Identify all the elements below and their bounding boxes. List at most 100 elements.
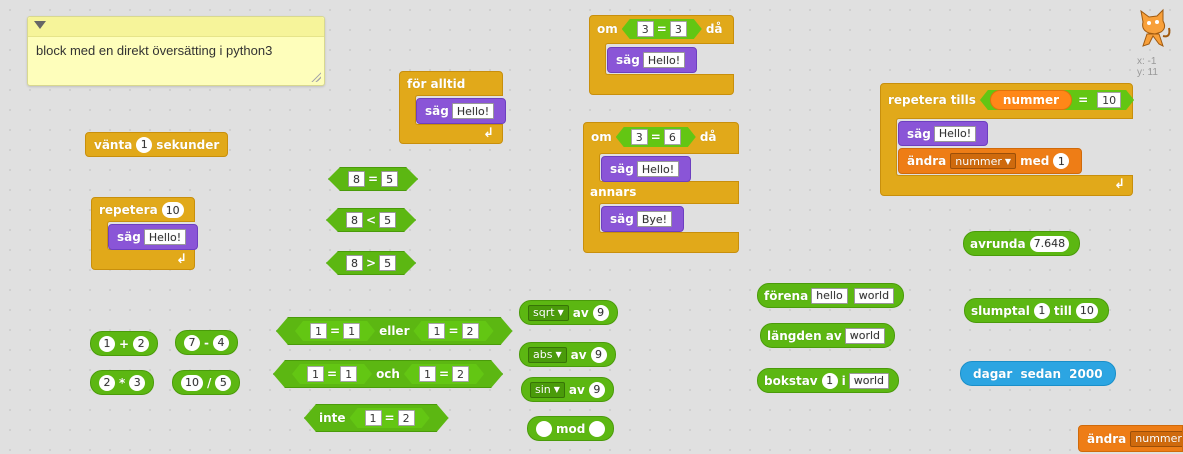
- if-condition[interactable]: 3 = 6: [616, 127, 696, 147]
- cond-right-input[interactable]: 3: [670, 21, 687, 37]
- say-label: säg: [907, 126, 931, 141]
- cond-right-input[interactable]: 10: [1097, 92, 1121, 108]
- variable-dropdown[interactable]: nummer: [1130, 430, 1182, 447]
- cond-right-input[interactable]: 6: [664, 129, 681, 145]
- random-from-input[interactable]: 1: [1033, 302, 1050, 319]
- length-label: längden av: [767, 328, 842, 343]
- random-block[interactable]: slumptal 1 till 10: [964, 298, 1109, 323]
- letter-of-block[interactable]: bokstav 1 i world: [757, 368, 900, 393]
- wait-block[interactable]: vänta 1 sekunder: [85, 132, 229, 157]
- not-condition[interactable]: 1 = 2: [350, 408, 430, 428]
- length-block[interactable]: längden av world: [760, 323, 896, 348]
- div-right-input[interactable]: 5: [215, 374, 232, 391]
- cond-right-input[interactable]: 2: [452, 366, 469, 382]
- cond-left-input[interactable]: 1: [428, 323, 445, 339]
- cond-left-input[interactable]: 1: [310, 323, 327, 339]
- multiply-block[interactable]: 2 * 3: [90, 370, 155, 395]
- variable-reporter[interactable]: nummer: [990, 90, 1072, 110]
- repeat-count-input[interactable]: 10: [161, 202, 184, 218]
- say-block[interactable]: säg Bye!: [601, 206, 685, 232]
- equals-block[interactable]: 8 = 5: [328, 167, 418, 191]
- letter-index-input[interactable]: 1: [821, 372, 838, 389]
- say-block[interactable]: säg Hello!: [601, 156, 692, 182]
- divide-block[interactable]: 10 / 5: [172, 370, 241, 395]
- lt-left-input[interactable]: 8: [346, 212, 363, 228]
- gt-left-input[interactable]: 8: [346, 255, 363, 271]
- length-input[interactable]: world: [844, 327, 886, 344]
- math-function-block[interactable]: sin▼ av 9: [521, 377, 614, 402]
- join-second-input[interactable]: world: [853, 287, 895, 304]
- function-value-input[interactable]: 9: [588, 381, 605, 398]
- subtract-block[interactable]: 7 - 4: [175, 330, 238, 355]
- join-block[interactable]: förena hello world: [757, 283, 905, 308]
- math-function-block[interactable]: abs▼ av 9: [519, 342, 616, 367]
- div-left-input[interactable]: 10: [181, 374, 203, 391]
- mul-right-input[interactable]: 3: [129, 374, 146, 391]
- add-block[interactable]: 1 + 2: [90, 331, 159, 356]
- and-left-condition[interactable]: 1 = 1: [292, 364, 372, 384]
- and-block[interactable]: 1 = 1 och 1 = 2: [273, 360, 503, 388]
- cond-left-input[interactable]: 3: [637, 21, 654, 37]
- lt-right-input[interactable]: 5: [379, 212, 396, 228]
- round-block[interactable]: avrunda 7.648: [963, 231, 1081, 256]
- resize-grip-icon[interactable]: [311, 72, 321, 82]
- wait-seconds-input[interactable]: 1: [136, 136, 153, 153]
- add-left-input[interactable]: 1: [99, 335, 115, 352]
- sub-right-input[interactable]: 4: [212, 334, 229, 351]
- mod-block[interactable]: mod: [527, 416, 615, 441]
- cond-left-input[interactable]: 3: [631, 129, 648, 145]
- if-condition[interactable]: 3 = 3: [622, 19, 702, 39]
- mod-right-input[interactable]: [589, 420, 606, 437]
- say-block[interactable]: säg Hello!: [898, 121, 989, 146]
- equals-left-input[interactable]: 8: [348, 171, 365, 187]
- join-first-input[interactable]: hello: [811, 287, 848, 304]
- collapse-triangle-icon[interactable]: [34, 21, 46, 29]
- days-since-2000-block[interactable]: dagar sedan 2000: [960, 361, 1116, 386]
- function-dropdown[interactable]: sin▼: [530, 381, 565, 398]
- less-than-block[interactable]: 8 < 5: [326, 208, 416, 232]
- say-text-input[interactable]: Hello!: [636, 161, 680, 177]
- math-function-block[interactable]: sqrt▼ av 9: [519, 300, 618, 325]
- function-value-input[interactable]: 9: [590, 346, 607, 363]
- say-text-input[interactable]: Hello!: [143, 229, 187, 245]
- comment-note[interactable]: block med en direkt översätting i python…: [27, 16, 325, 86]
- say-block[interactable]: säg Hello!: [416, 98, 507, 124]
- until-condition[interactable]: nummer = 10: [980, 90, 1134, 110]
- cond-right-input[interactable]: 2: [398, 410, 415, 426]
- change-variable-block-partial[interactable]: ändra nummer: [1078, 425, 1183, 452]
- letter-text-input[interactable]: world: [848, 372, 890, 389]
- cond-right-input[interactable]: 1: [343, 323, 360, 339]
- say-block[interactable]: säg Hello!: [607, 47, 698, 73]
- or-right-condition[interactable]: 1 = 2: [413, 321, 493, 341]
- mul-left-input[interactable]: 2: [99, 374, 115, 391]
- say-text-input[interactable]: Hello!: [642, 52, 686, 68]
- sub-left-input[interactable]: 7: [184, 334, 200, 351]
- say-text-input[interactable]: Bye!: [636, 211, 673, 227]
- function-dropdown[interactable]: sqrt▼: [528, 304, 569, 321]
- change-variable-block[interactable]: ändra nummer▼ med 1: [898, 148, 1083, 174]
- or-block[interactable]: 1 = 1 eller 1 = 2: [276, 317, 513, 345]
- random-to-input[interactable]: 10: [1075, 302, 1098, 319]
- function-dropdown[interactable]: abs▼: [528, 346, 567, 363]
- or-left-condition[interactable]: 1 = 1: [295, 321, 375, 341]
- cond-left-input[interactable]: 1: [365, 410, 382, 426]
- cond-right-input[interactable]: 2: [462, 323, 479, 339]
- mod-left-input[interactable]: [536, 420, 552, 437]
- cond-right-input[interactable]: 1: [340, 366, 357, 382]
- variable-dropdown[interactable]: nummer▼: [950, 153, 1017, 169]
- say-block[interactable]: säg Hello!: [108, 224, 199, 250]
- change-amount-input[interactable]: 1: [1053, 153, 1070, 169]
- function-value-input[interactable]: 9: [592, 304, 609, 321]
- say-text-input[interactable]: Hello!: [451, 103, 495, 119]
- cond-left-input[interactable]: 1: [307, 366, 324, 382]
- round-value-input[interactable]: 7.648: [1029, 235, 1070, 252]
- greater-than-block[interactable]: 8 > 5: [326, 251, 416, 275]
- and-right-condition[interactable]: 1 = 2: [404, 364, 484, 384]
- note-header[interactable]: [28, 17, 324, 37]
- equals-right-input[interactable]: 5: [381, 171, 398, 187]
- not-block[interactable]: inte 1 = 2: [304, 404, 449, 432]
- say-text-input[interactable]: Hello!: [933, 125, 977, 142]
- cond-left-input[interactable]: 1: [419, 366, 436, 382]
- add-right-input[interactable]: 2: [133, 335, 150, 352]
- gt-right-input[interactable]: 5: [379, 255, 396, 271]
